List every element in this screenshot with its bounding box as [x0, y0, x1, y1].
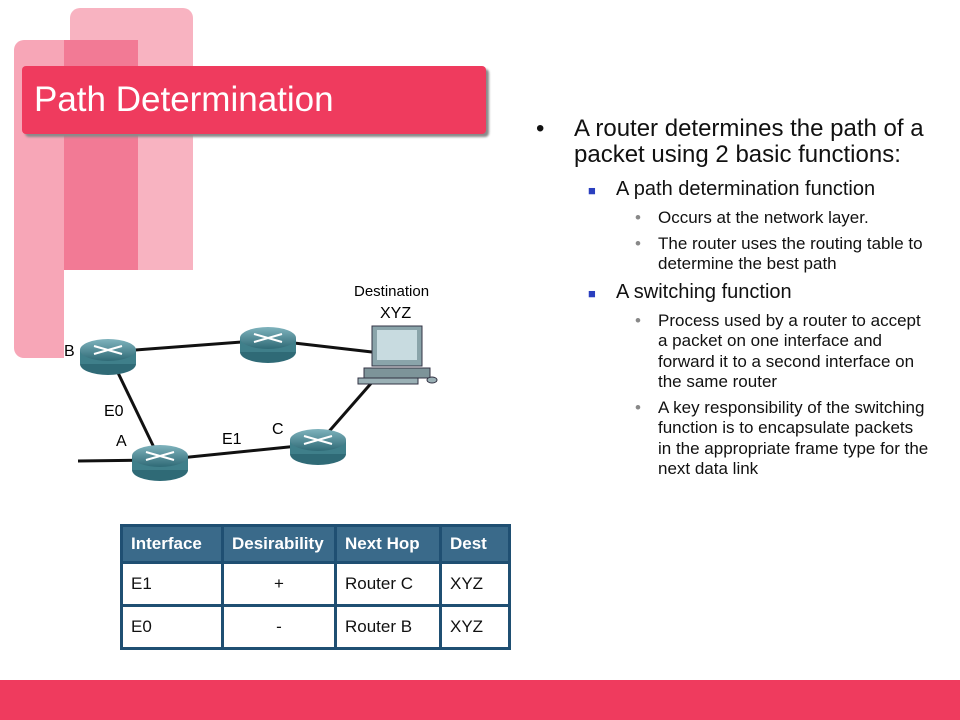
bullet-dot-icon: •: [536, 115, 545, 142]
table-cell: XYZ: [439, 604, 511, 650]
table-cell: +: [221, 561, 337, 607]
bullet-detail: • A key responsibility of the switching …: [635, 397, 929, 479]
router-top-icon: [240, 327, 296, 363]
table-cell: Router C: [334, 561, 442, 607]
bullet-detail: • Occurs at the network layer.: [635, 208, 869, 227]
table-cell: E0: [120, 604, 224, 650]
table-cell: -: [221, 604, 337, 650]
table-cell: Router B: [334, 604, 442, 650]
bullet-detail: • Process used by a router to accept a p…: [635, 310, 921, 392]
table-row: E0 - Router B XYZ: [120, 604, 511, 650]
table-header: Desirability: [221, 524, 337, 564]
table-row: E1 + Router C XYZ: [120, 561, 511, 607]
table-header: Interface: [120, 524, 224, 564]
slide-title: Path Determination: [34, 80, 334, 119]
square-bullet-icon: ■: [588, 285, 596, 301]
bullet-sub: ■ A switching function: [588, 280, 792, 303]
routing-table: Interface Desirability Next Hop Dest E1 …: [120, 524, 511, 650]
bullet-dot-icon: •: [635, 397, 641, 417]
link-top-dest: [267, 338, 373, 354]
link-a-outside: [77, 458, 161, 463]
dest-name-label: XYZ: [380, 305, 411, 322]
table-header-row: Interface Desirability Next Hop Dest: [120, 524, 511, 564]
router-c-label: C: [272, 421, 284, 438]
bullet-dot-icon: •: [635, 208, 641, 227]
bullet-dot-icon: •: [635, 233, 641, 253]
bullet-list: • A router determines the path of a pack…: [536, 116, 931, 485]
table-header: Dest: [439, 524, 511, 564]
bullet-detail: • The router uses the routing table to d…: [635, 233, 923, 274]
bullet-sub: ■ A path determination function: [588, 178, 876, 200]
title-bar: Path Determination: [22, 66, 486, 134]
link-c-dest: [316, 379, 376, 445]
link-e1-label: E1: [222, 431, 242, 448]
footer-bar: [0, 680, 960, 720]
bullet-main: • A router determines the path of a pack…: [536, 115, 924, 168]
table-cell: XYZ: [439, 561, 511, 607]
bullet-dot-icon: •: [635, 310, 641, 330]
link-a-c: [159, 442, 319, 462]
table-cell: E1: [120, 561, 224, 607]
router-a-label: A: [116, 433, 127, 450]
link-e0-label: E0: [104, 403, 124, 420]
square-bullet-icon: ■: [588, 183, 596, 198]
destination-label: Destination: [354, 283, 429, 300]
decor-cutout: [64, 270, 204, 370]
computer-icon: [357, 325, 438, 385]
router-c-icon: [290, 429, 346, 465]
table-header: Next Hop: [334, 524, 442, 564]
router-a-icon: [132, 445, 188, 481]
